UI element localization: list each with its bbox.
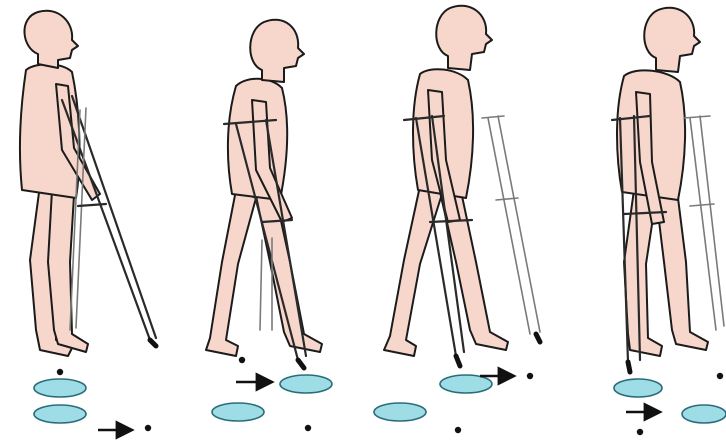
footprints (614, 373, 726, 435)
crutch-tip-dot (145, 425, 151, 431)
footprint-icon (280, 375, 332, 393)
footprint-icon (34, 405, 86, 423)
footprint-icon (374, 403, 426, 421)
crutch-tip-dot (455, 427, 461, 433)
panel-3 (374, 6, 540, 433)
panel-1 (20, 11, 156, 431)
footprint-icon (682, 405, 726, 423)
footprints (374, 373, 533, 433)
person-figure-icon (20, 11, 100, 356)
person-figure-icon (617, 8, 708, 356)
crutch-tip-dot (57, 369, 63, 375)
panel-2 (206, 20, 332, 431)
footprint-icon (614, 379, 662, 397)
crutch-tip-dot (305, 425, 311, 431)
crutch-tip-dot (527, 373, 533, 379)
person-figure-icon (384, 6, 508, 356)
crutch-tip-dot (239, 357, 245, 363)
footprints (34, 369, 151, 431)
person-figure-icon (206, 20, 322, 356)
footprint-icon (212, 403, 264, 421)
panel-4 (612, 8, 726, 435)
footprints (212, 357, 332, 431)
footprint-icon (440, 375, 492, 393)
footprint-icon (34, 379, 86, 397)
crutch-tip-dot (637, 429, 643, 435)
crutch-tip-dot (717, 373, 723, 379)
